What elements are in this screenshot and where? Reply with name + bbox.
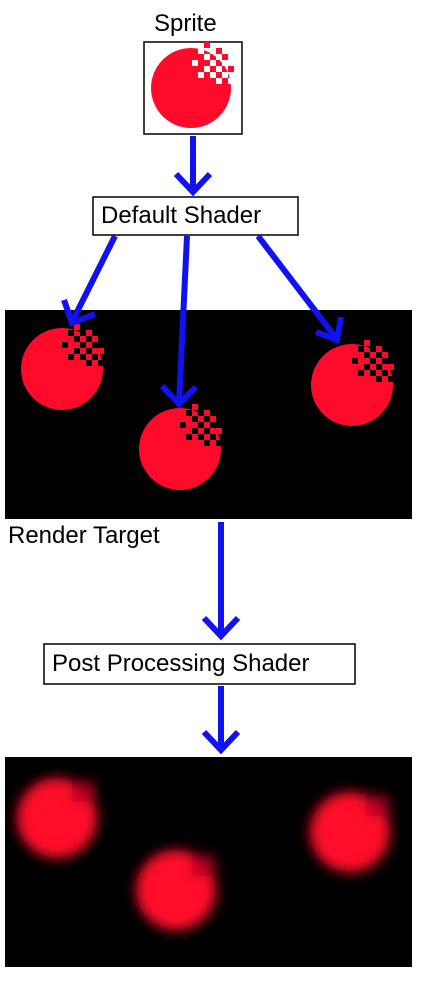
sprite-label: Sprite [154,10,217,37]
render-sprite-right [311,340,394,426]
arrow-icon [201,522,241,641]
arrow-icon [61,234,118,327]
arrow-icon [159,235,199,409]
render-target-label: Render Target [8,522,160,549]
render-sprite-left [21,324,104,410]
arrow-icon [255,234,344,345]
arrow-icon [173,136,213,197]
arrow-icon [201,686,241,755]
render-sprite-center [139,404,222,490]
default-shader-box [92,196,299,236]
blurred-sprites [17,778,390,930]
default-shader-label: Default Shader [101,202,262,229]
post-processing-shader-label: Post Processing Shader [52,650,310,677]
sprite-circle-icon [151,42,234,128]
post-processing-shader-box [43,643,356,685]
